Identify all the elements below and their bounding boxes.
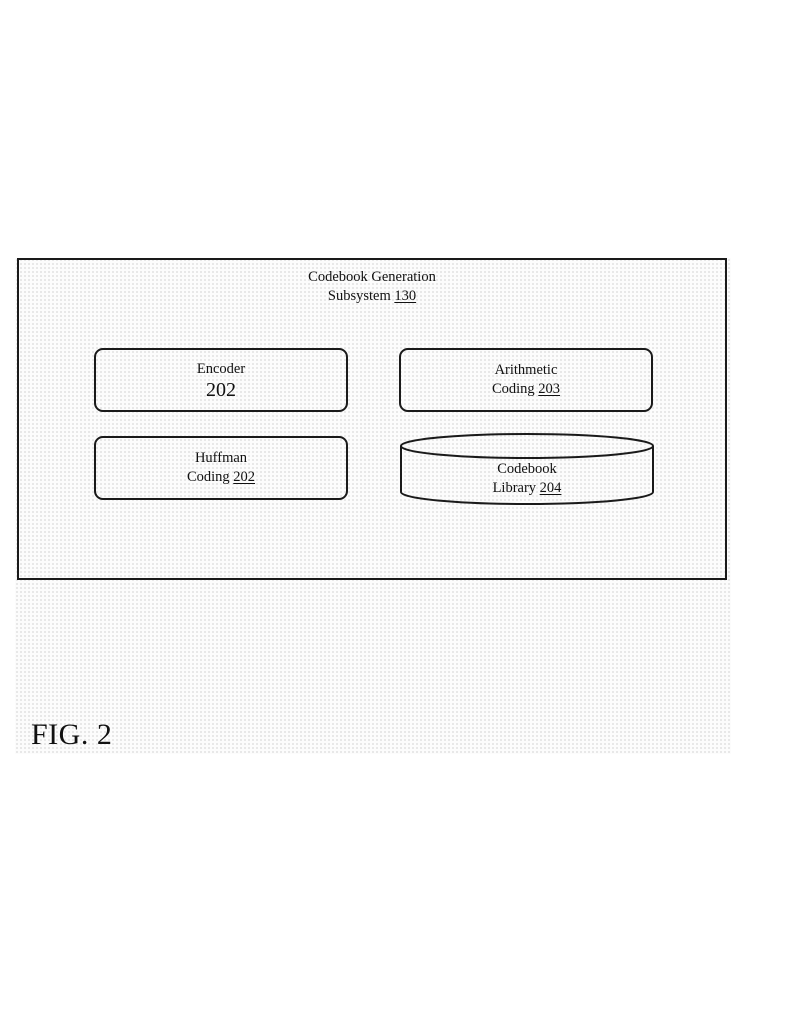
- subsystem-ref-number: 130: [394, 288, 417, 304]
- arithmetic-coding-label: Arithmetic: [494, 362, 558, 378]
- codebook-library-ref-number: 204: [539, 480, 562, 496]
- figure-label: FIG. 2: [31, 718, 113, 751]
- codebook-library-label: Codebook Library 204: [399, 460, 655, 498]
- arithmetic-coding-ref-number: 203: [538, 381, 561, 397]
- arithmetic-coding-line2: Coding 203: [492, 380, 560, 399]
- arithmetic-coding-block: Arithmetic Coding 203: [399, 348, 653, 412]
- codebook-library-line1: Codebook: [497, 461, 557, 477]
- huffman-coding-line2: Coding 202: [187, 468, 255, 487]
- figure-background: [15, 258, 731, 754]
- subsystem-title-line1: Codebook Generation: [308, 269, 436, 285]
- huffman-coding-text: Coding: [186, 469, 234, 485]
- database-cylinder-icon: [400, 433, 654, 505]
- codebook-library-database: Codebook Library 204: [399, 432, 655, 506]
- encoder-label: Encoder: [196, 360, 246, 377]
- encoder-block: Encoder 202: [94, 348, 348, 412]
- huffman-coding-ref-number: 202: [233, 469, 256, 485]
- huffman-coding-block: Huffman Coding 202: [94, 436, 348, 500]
- arithmetic-coding-text: Coding: [491, 381, 539, 397]
- codebook-generation-subsystem-box: Codebook Generation Subsystem 130 Encode…: [17, 258, 727, 580]
- subsystem-title: Codebook Generation Subsystem 130: [19, 268, 725, 306]
- subsystem-label: Subsystem: [327, 288, 395, 304]
- subsystem-title-line2: Subsystem 130: [19, 287, 725, 306]
- codebook-library-line2: Library 204: [399, 479, 655, 498]
- huffman-coding-label: Huffman: [194, 450, 248, 466]
- encoder-ref-number: 202: [206, 378, 236, 401]
- codebook-library-text: Library: [492, 480, 540, 496]
